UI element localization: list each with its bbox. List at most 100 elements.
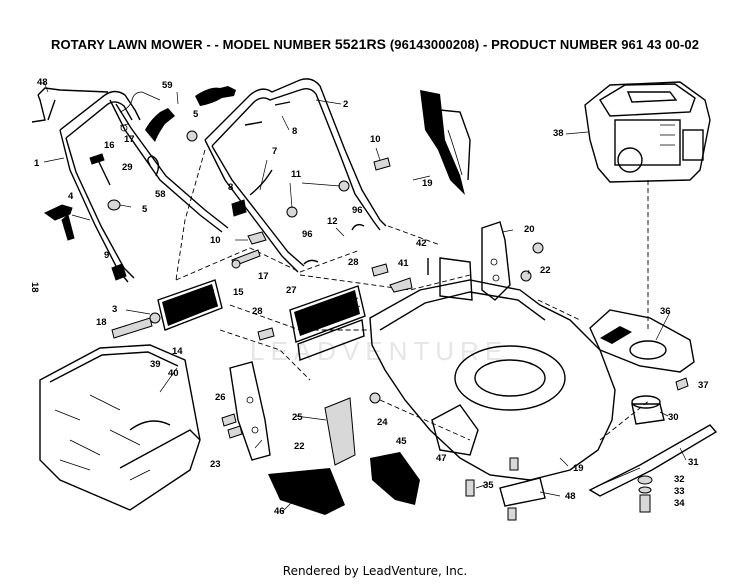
callout-24: 24 — [377, 417, 388, 428]
callout-46: 46 — [274, 506, 285, 517]
wheel-bracket-rear — [481, 221, 544, 301]
upper-handle — [204, 78, 387, 273]
callout-19: 19 — [573, 463, 584, 474]
callout-96b: 96 — [302, 229, 313, 240]
title-prefix: ROTARY LAWN MOWER - - MODEL NUMBER — [50, 37, 335, 52]
footer-credit: Rendered by LeadVenture, Inc. — [282, 564, 468, 578]
handle-knob-lower — [111, 199, 247, 281]
rear-door-25 — [324, 397, 356, 466]
mulch-plugs — [268, 452, 420, 515]
callout-8b: 9 — [104, 250, 109, 261]
callout-36: 37 — [698, 380, 709, 391]
callout-41: 41 — [398, 258, 409, 269]
callout-26: 26 — [215, 392, 226, 403]
callout-18: 19 — [422, 178, 433, 189]
screw-36 — [675, 377, 689, 391]
rear-flap-27 — [289, 285, 366, 361]
bolts-10 — [247, 157, 391, 245]
callout-15: 17 — [124, 134, 135, 145]
callout-48: 48 — [565, 491, 576, 502]
callout-13: 15 — [233, 287, 244, 298]
engine — [584, 81, 711, 183]
cable-guide — [249, 169, 273, 196]
callout-10a: 10 — [370, 134, 381, 145]
callout-9: 48 — [37, 77, 48, 88]
callout-14: 16 — [104, 140, 115, 151]
blade — [588, 424, 718, 497]
control-bar — [31, 87, 109, 123]
callout-47: 47 — [436, 453, 447, 464]
lower-handle-left — [59, 90, 229, 283]
callout-37: 35 — [483, 480, 494, 491]
blade-hardware — [637, 475, 653, 513]
callout-32: 32 — [674, 474, 685, 485]
alignment-lines — [175, 149, 651, 441]
callout-33: 33 — [674, 486, 685, 497]
callout-45: 45 — [396, 436, 407, 447]
callout-25: 25 — [292, 412, 303, 423]
callout-31: 31 — [688, 457, 699, 468]
callout-96a: 96 — [352, 205, 363, 216]
callout-28b: 28 — [252, 306, 263, 317]
callout-22: 22 — [540, 265, 551, 276]
model-number: 5521RS — [334, 36, 387, 52]
callout-28a: 28 — [348, 257, 359, 268]
cable — [119, 91, 161, 132]
callout-17b: 18 — [96, 317, 107, 328]
callout-29: 29 — [122, 162, 133, 173]
callout-23: 23 — [210, 459, 221, 470]
callout-labels: 48 1 59 2 5 17 16 8 10 19 7 29 58 11 8 4… — [29, 77, 709, 517]
washer-24 — [369, 392, 381, 404]
callout-42: 42 — [416, 238, 427, 249]
cable-bracket — [89, 153, 111, 186]
callout-2: 2 — [343, 99, 348, 110]
title-suffix: (96143000208) - PRODUCT NUMBER 961 43 00… — [386, 37, 700, 52]
grass-bag — [39, 344, 201, 511]
cable-ties — [303, 223, 365, 265]
callout-35: 36 — [660, 306, 671, 317]
diagram-title: ROTARY LAWN MOWER - - MODEL NUMBER 5521R… — [0, 36, 750, 52]
wheel-bracket-front — [221, 361, 271, 461]
callout-38: 38 — [553, 128, 564, 139]
side-number: 18 — [29, 282, 40, 293]
handle-knob — [44, 204, 91, 241]
air-hose — [145, 86, 236, 142]
front-wheel-bracket-parts — [465, 457, 546, 521]
callout-12: 12 — [327, 216, 338, 227]
callout-5b: 5 — [142, 204, 148, 215]
callout-39: 39 — [150, 359, 161, 370]
rear-flap-16 — [157, 279, 223, 331]
bolts-28 — [257, 263, 389, 341]
callout-34: 34 — [674, 498, 685, 509]
hose-clip — [147, 155, 160, 177]
callout-8a: 8 — [228, 182, 233, 193]
blade-adapter — [631, 395, 665, 425]
callout-10b: 10 — [210, 235, 221, 246]
callout-5a: 5 — [193, 109, 199, 120]
callout-40: 40 — [168, 368, 179, 379]
callout-3: 3 — [112, 304, 117, 315]
callout-58: 58 — [155, 189, 166, 200]
mower-deck — [369, 257, 616, 481]
plate-41 — [389, 277, 413, 293]
leader-lines — [43, 81, 687, 513]
bolts-17 — [111, 249, 261, 339]
callout-11: 11 — [291, 169, 302, 180]
grass-deflector — [420, 90, 471, 195]
blade-adapter-plate — [589, 309, 695, 373]
bolts-11 — [286, 180, 350, 218]
watermark: LEADVENTURE — [250, 336, 508, 366]
callout-6: 7 — [272, 146, 277, 157]
callout-4: 4 — [68, 191, 74, 202]
callout-16: 14 — [172, 346, 183, 357]
handle-bolts — [244, 101, 291, 126]
callout-59: 59 — [162, 80, 173, 91]
callout-7: 8 — [292, 126, 297, 137]
callout-30: 30 — [668, 412, 679, 423]
callout-21: 22 — [294, 441, 305, 452]
callout-17a: 17 — [258, 271, 269, 282]
callout-27: 27 — [286, 285, 297, 296]
callout-1: 1 — [34, 158, 40, 169]
callout-20: 20 — [524, 224, 535, 235]
